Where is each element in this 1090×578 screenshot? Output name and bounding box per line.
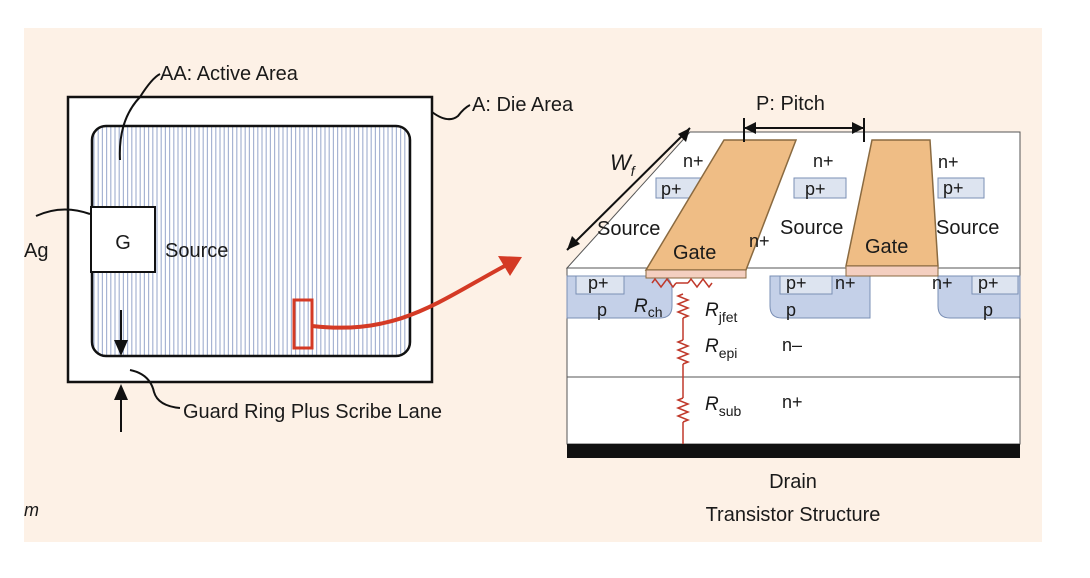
- r-sub-label: Rsub: [705, 394, 742, 419]
- zoom-arrow: [311, 260, 513, 330]
- pitch-label: P: Pitch: [756, 93, 825, 115]
- drain-metal: [567, 444, 1020, 458]
- zoom-arrow-head: [498, 256, 522, 276]
- surface-p-plus-label-3: p+: [943, 178, 964, 198]
- p-center-label: p: [786, 300, 796, 320]
- source-label-3: Source: [936, 217, 999, 239]
- die-diagram: G Source AA: Active Area A: Die Area Ag …: [24, 63, 574, 520]
- die-source-label: Source: [165, 240, 228, 262]
- arrow-up-head: [114, 384, 128, 400]
- width-arrow-head-top: [678, 128, 690, 142]
- gate-label-2: Gate: [865, 236, 908, 258]
- transistor-structure: P: Pitch Wf n+ p+ n+ p+ n+ p+ Source Sou…: [565, 93, 1021, 526]
- source-label-1: Source: [597, 218, 660, 240]
- n-minus-label: n–: [782, 335, 802, 355]
- n-plus-substrate-label: n+: [782, 392, 803, 412]
- surface-n-plus-2: n+: [813, 151, 834, 171]
- pitch-arrow-right-head: [852, 122, 864, 134]
- p-right-label: p: [983, 300, 993, 320]
- p-left-label: p: [597, 300, 607, 320]
- p-plus-right-label: p+: [978, 273, 999, 293]
- p-plus-left-label: p+: [588, 273, 609, 293]
- surface-p-plus-2: [793, 177, 847, 199]
- die-area-leader: [431, 104, 471, 121]
- r-epi-label: Repi: [705, 336, 737, 361]
- arrow-down-head: [114, 340, 128, 356]
- gate-pad: [90, 206, 156, 273]
- active-area-leader: [118, 73, 161, 161]
- resistor-epi: [675, 339, 691, 365]
- n-plus-center-label: n+: [835, 273, 856, 293]
- source-label-2: Source: [780, 217, 843, 239]
- die-area-label: A: Die Area: [472, 94, 574, 116]
- active-area-label: AA: Active Area: [160, 63, 299, 85]
- surface-n-plus-3: n+: [938, 152, 959, 172]
- gate-area-leader: [35, 208, 91, 217]
- resistor-channel-left: [651, 277, 677, 289]
- gate-area-label: Ag: [24, 240, 48, 262]
- guard-ring-label: Guard Ring Plus Scribe Lane: [183, 401, 442, 423]
- width-label: Wf: [610, 150, 637, 179]
- width-arrow-head-bottom: [567, 236, 580, 250]
- gate-oxide-right: [845, 265, 939, 277]
- surface-n-plus-1: n+: [683, 151, 704, 171]
- gate-label-1: Gate: [673, 242, 716, 264]
- structure-caption: Transistor Structure: [706, 504, 881, 526]
- pitch-arrow-left-head: [744, 122, 756, 134]
- surface-p-plus-label-2: p+: [805, 179, 826, 199]
- gate-oxide-left: [645, 269, 747, 279]
- p-plus-right: [971, 275, 1019, 295]
- drain-label: Drain: [769, 471, 817, 493]
- n-plus-right-label: n+: [932, 273, 953, 293]
- resistor-jfet: [675, 293, 691, 319]
- surface-p-plus-label-1: p+: [661, 179, 682, 199]
- corner-fragment: m: [24, 500, 39, 520]
- n-plus-label-mid: n+: [749, 231, 770, 251]
- resistor-network: [651, 277, 713, 444]
- cell-highlight: [292, 298, 314, 350]
- resistor-sub: [675, 397, 691, 423]
- r-ch-label: Rch: [634, 296, 663, 320]
- guard-ring-leader: [129, 369, 181, 409]
- r-jfet-label: Rjfet: [705, 300, 738, 325]
- p-plus-center: [779, 275, 833, 295]
- width-arrow: [566, 127, 691, 251]
- resistor-channel-right: [687, 277, 713, 289]
- structure-labels: n+ p+ n+ p+ n+ p+ Source Source Source G…: [588, 151, 999, 526]
- gate-pad-label: G: [115, 232, 131, 254]
- p-plus-left: [575, 275, 625, 295]
- p-plus-center-label: p+: [786, 273, 807, 293]
- surface-p-plus-3: [937, 177, 985, 199]
